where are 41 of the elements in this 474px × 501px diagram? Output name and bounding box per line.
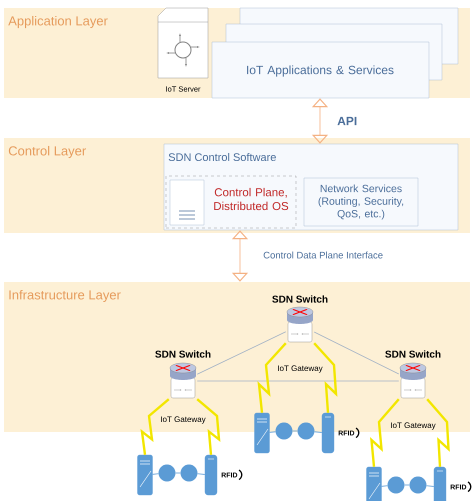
link-line xyxy=(175,472,181,474)
control-plane-box: Control Plane, Distributed OS xyxy=(166,176,296,228)
gateway-label: IoT Gateway xyxy=(278,365,323,373)
lightning-link xyxy=(313,342,338,413)
device-circle xyxy=(180,464,198,482)
switch-label: SDN Switch xyxy=(385,350,440,358)
switch-label: SDN Switch xyxy=(272,295,328,303)
phone-icon xyxy=(322,412,334,454)
gateway-label: IoT Gateway xyxy=(161,416,206,424)
link-line xyxy=(404,484,410,486)
computer-icon xyxy=(137,454,153,496)
link-line xyxy=(152,473,159,475)
link-line xyxy=(314,332,400,374)
lightning-link xyxy=(140,398,170,455)
computer-icon xyxy=(254,412,270,454)
device-circle xyxy=(388,476,404,494)
lightning-link xyxy=(196,398,220,455)
lightning-link xyxy=(370,398,400,467)
lightning-link xyxy=(257,342,287,413)
edge-label: API xyxy=(336,116,358,126)
lightning-link xyxy=(426,398,450,467)
link-line xyxy=(292,430,298,432)
link-line xyxy=(197,473,206,475)
device-circle xyxy=(410,476,426,494)
network-services-panel: Network Services (Routing, Security, QoS, etc.) xyxy=(304,178,418,226)
link-line xyxy=(196,331,286,375)
service-panel: IoT Applications & Services xyxy=(212,42,430,98)
link-line xyxy=(196,380,400,382)
edge-label: Control Data Plane Interface xyxy=(262,250,384,260)
computer-icon xyxy=(366,466,382,501)
device-circle xyxy=(276,422,292,440)
phone-icon xyxy=(204,454,218,496)
link-line xyxy=(269,431,276,433)
phone-icon xyxy=(434,466,446,501)
device-circle xyxy=(158,464,176,482)
switch-label: SDN Switch xyxy=(155,350,210,358)
link-line xyxy=(381,485,388,487)
link-line xyxy=(426,485,434,487)
gateway-label: IoT Gateway xyxy=(391,422,436,430)
device-circle xyxy=(298,422,314,440)
link-line xyxy=(314,431,322,433)
